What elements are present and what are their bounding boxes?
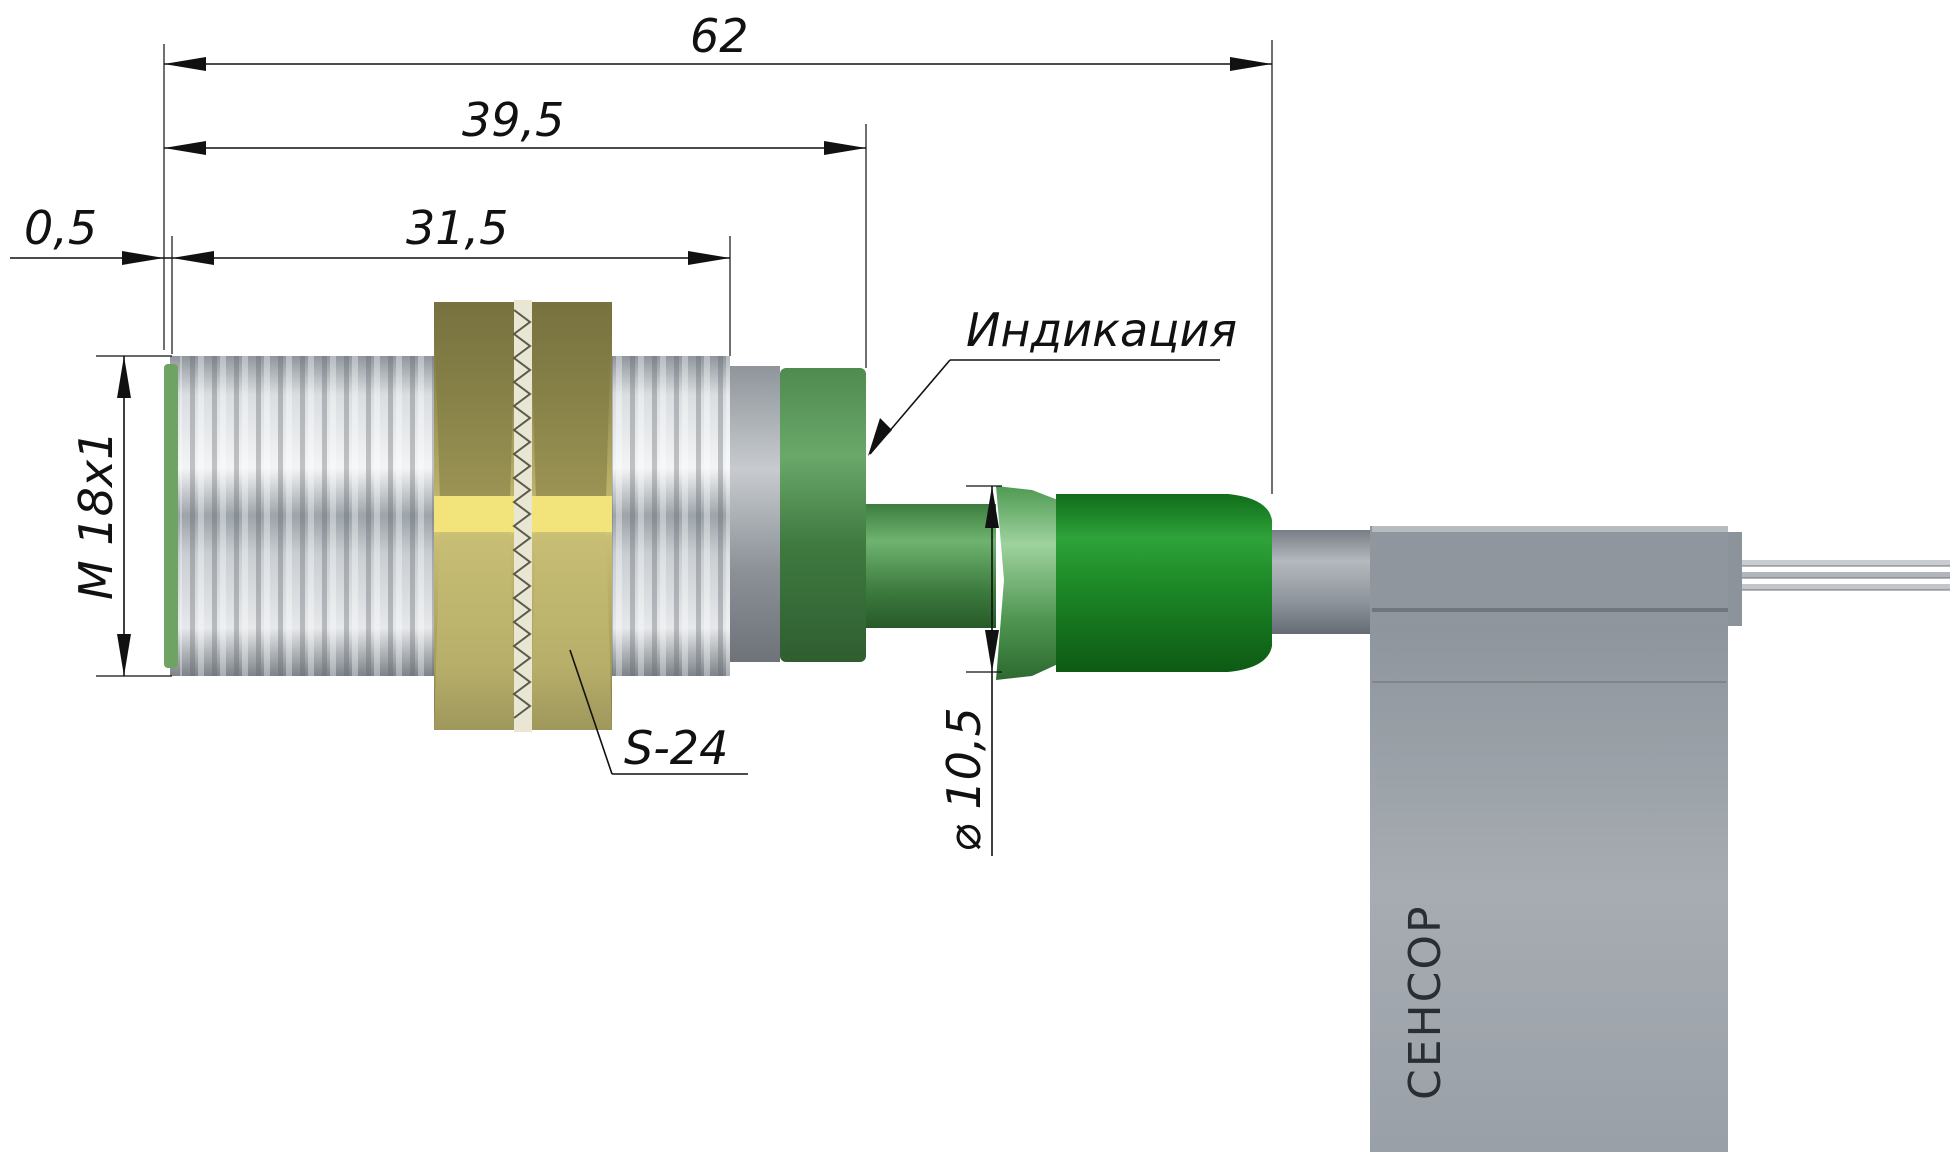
gray-band	[730, 366, 780, 662]
dim-nut-size: S-24	[624, 721, 728, 775]
cable-jacket	[1272, 530, 1372, 634]
cable-wires	[1728, 532, 1950, 626]
brand-label: СЕНСОР	[1400, 905, 1451, 1101]
tag-flap	[1370, 624, 1728, 1152]
cable-label-tag: СЕНСОР	[1370, 526, 1728, 1152]
dim-thread-length: 31,5	[406, 201, 508, 255]
dim-cable-diameter: ⌀ 10,5	[937, 707, 991, 852]
sensing-face	[164, 364, 178, 668]
serrated-washer	[512, 300, 532, 732]
indicator-ring	[780, 368, 866, 662]
dim-overall-length: 62	[690, 9, 749, 63]
cable-gland-body	[1056, 494, 1272, 672]
dimension-lines	[10, 40, 1273, 856]
dim-thread-spec: M 18x1	[69, 431, 123, 600]
lock-nut-left	[434, 302, 516, 730]
sensor-body	[164, 300, 1372, 732]
dim-indicator-length: 39,5	[462, 93, 564, 147]
dim-front-offset: 0,5	[24, 201, 97, 255]
lock-nut-right	[530, 302, 612, 730]
cable-gland-neck	[866, 504, 996, 628]
indicator-label: Индикация	[966, 303, 1237, 357]
cable-gland-flange	[996, 486, 1058, 680]
